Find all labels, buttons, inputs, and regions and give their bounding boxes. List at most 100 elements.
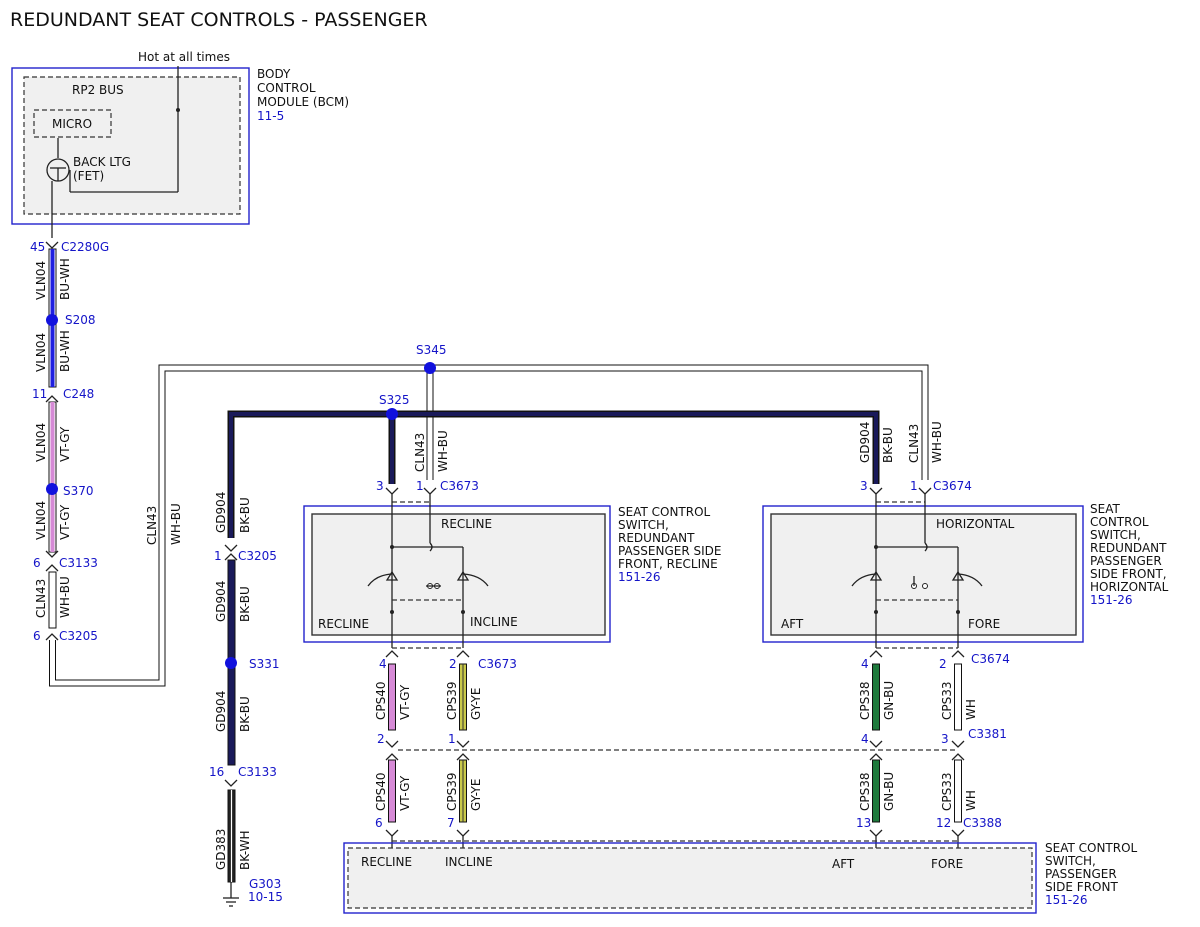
diagram-label: 4 [861, 732, 869, 746]
diagram-label: S208 [65, 313, 96, 327]
diagram-label: VT-GY [58, 426, 72, 462]
diagram-label: AFT [832, 857, 855, 871]
diagram-label: REDUNDANT [618, 531, 695, 545]
diagram-label: SEAT CONTROL [618, 505, 711, 519]
diagram-label: 7 [447, 816, 455, 830]
diagram-label: GY-YE [469, 779, 483, 811]
diagram-label: BK-BU [238, 696, 252, 732]
diagram-label: 3 [941, 732, 949, 746]
diagram-label: REDUNDANT [1090, 541, 1167, 555]
diagram-label: FRONT, RECLINE [618, 557, 718, 571]
diagram-label: CLN43 [907, 424, 921, 463]
diagram-label: GN-BU [882, 681, 896, 720]
fet-label-1: BACK LTG [73, 155, 131, 169]
diagram-label: C3674 [971, 652, 1010, 666]
bcm-inner-box [23, 76, 241, 215]
diagram-label: 151-26 [618, 570, 661, 584]
diagram-label: CPS38 [858, 772, 872, 811]
diagram-label: SWITCH, [1045, 854, 1096, 868]
diagram-label: 4 [379, 657, 387, 671]
diagram-label: WH-BU [58, 576, 72, 618]
diagram-label: WH-BU [436, 430, 450, 472]
diagram-label: VLN04 [34, 333, 48, 372]
diagram-label: CPS33 [940, 772, 954, 811]
diagram-label: C3674 [933, 479, 972, 493]
diagram-label: 3 [376, 479, 384, 493]
diagram-label: SEAT CONTROL [1045, 841, 1138, 855]
recline-inner-title: RECLINE [441, 517, 492, 531]
diagram-label: C3673 [440, 479, 479, 493]
diagram-label: RECLINE [361, 855, 412, 869]
diagram-label: 2 [939, 657, 947, 671]
diagram-label: 12 [936, 816, 951, 830]
diagram-label: INCLINE [445, 855, 493, 869]
diagram-label: GD904 [214, 581, 228, 622]
diagram-label: 1 [214, 549, 222, 563]
diagram-label: CPS33 [940, 681, 954, 720]
micro-box [33, 109, 112, 138]
diagram-label: 16 [209, 765, 224, 779]
diagram-label: PASSENGER SIDE [618, 544, 721, 558]
diagram-label: 1 [416, 479, 424, 493]
diagram-label: SIDE FRONT [1045, 880, 1118, 894]
diagram-label: PASSENGER [1045, 867, 1117, 881]
diagram-label: CLN43 [145, 506, 159, 545]
diagram-label: 151-26 [1090, 593, 1133, 607]
diagram-label: S370 [63, 484, 94, 498]
bcm-hot-label: Hot at all times [138, 50, 230, 64]
diagram-label: GD904 [214, 492, 228, 533]
diagram-label: BU-WH [58, 258, 72, 300]
diagram-label: C2280G [61, 240, 109, 254]
bcm-name-2: CONTROL [257, 81, 316, 95]
splice-s370 [46, 483, 58, 495]
diagram-label: VLN04 [34, 501, 48, 540]
diagram-label: CLN43 [34, 579, 48, 618]
diagram-label: WH-BU [169, 503, 183, 545]
micro-label: MICRO [52, 117, 92, 131]
diagram-label: CPS39 [445, 772, 459, 811]
diagram-label: C3388 [963, 816, 1002, 830]
diagram-label: CPS38 [858, 681, 872, 720]
splice-s331 [225, 657, 237, 669]
diagram-label: VT-GY [398, 775, 412, 811]
horizontal-switch: GD904 BK-BU CLN43 WH-BU 3 1 C3674 HORIZO… [762, 421, 1169, 848]
diagram-label: HORIZONTAL [1090, 580, 1169, 594]
diagram-label: G303 [249, 877, 281, 891]
diagram-label: C3205 [59, 629, 98, 643]
splice-s325 [386, 408, 398, 420]
diagram-label: BK-WH [238, 830, 252, 870]
diagram-label: 2 [377, 732, 385, 746]
page-title: REDUNDANT SEAT CONTROLS - PASSENGER [10, 9, 428, 31]
diagram-label: C3205 [238, 549, 277, 563]
bcm-name-1: BODY [257, 67, 291, 81]
bcm-module: Hot at all times RP2 BUS MICRO BACK LTG … [11, 50, 349, 238]
bcm-bus-label: RP2 BUS [72, 83, 124, 97]
cln43-loop: S345 CLN43 WH-BU [49, 343, 929, 687]
diagram-label: PASSENGER [1090, 554, 1162, 568]
diagram-label: VT-GY [58, 504, 72, 540]
ground-bus: S325 GD904 BK-BU 1 C3205 GD904 BK-BU S33… [209, 393, 880, 907]
diagram-label: 6 [375, 816, 383, 830]
diagram-label: C3673 [478, 657, 517, 671]
diagram-label: 1 [448, 732, 456, 746]
diagram-label: SWITCH, [1090, 528, 1141, 542]
diagram-label: CONTROL [1090, 515, 1149, 529]
diagram-label: C3133 [238, 765, 277, 779]
diagram-label: VLN04 [34, 423, 48, 462]
diagram-label: SIDE FRONT, [1090, 567, 1167, 581]
diagram-label: 11 [32, 387, 47, 401]
diagram-label: BK-BU [881, 427, 895, 463]
diagram-label: SEAT [1090, 502, 1120, 516]
splice-s208 [46, 314, 58, 326]
bottom-switch: RECLINE INCLINE AFT FORE SEAT CONTROL SW… [343, 841, 1138, 914]
diagram-label: 45 [30, 240, 45, 254]
diagram-label: BU-WH [58, 330, 72, 372]
diagram-label: WH-BU [930, 421, 944, 463]
diagram-label: CPS40 [374, 772, 388, 811]
diagram-label: 4 [861, 657, 869, 671]
diagram-label: 151-26 [1045, 893, 1088, 907]
left-column: 45 C2280G VLN04 BU-WH S208 VLN04 BU-WH 1… [30, 240, 109, 643]
diagram-label: GD904 [214, 691, 228, 732]
diagram-label: GD383 [214, 829, 228, 870]
